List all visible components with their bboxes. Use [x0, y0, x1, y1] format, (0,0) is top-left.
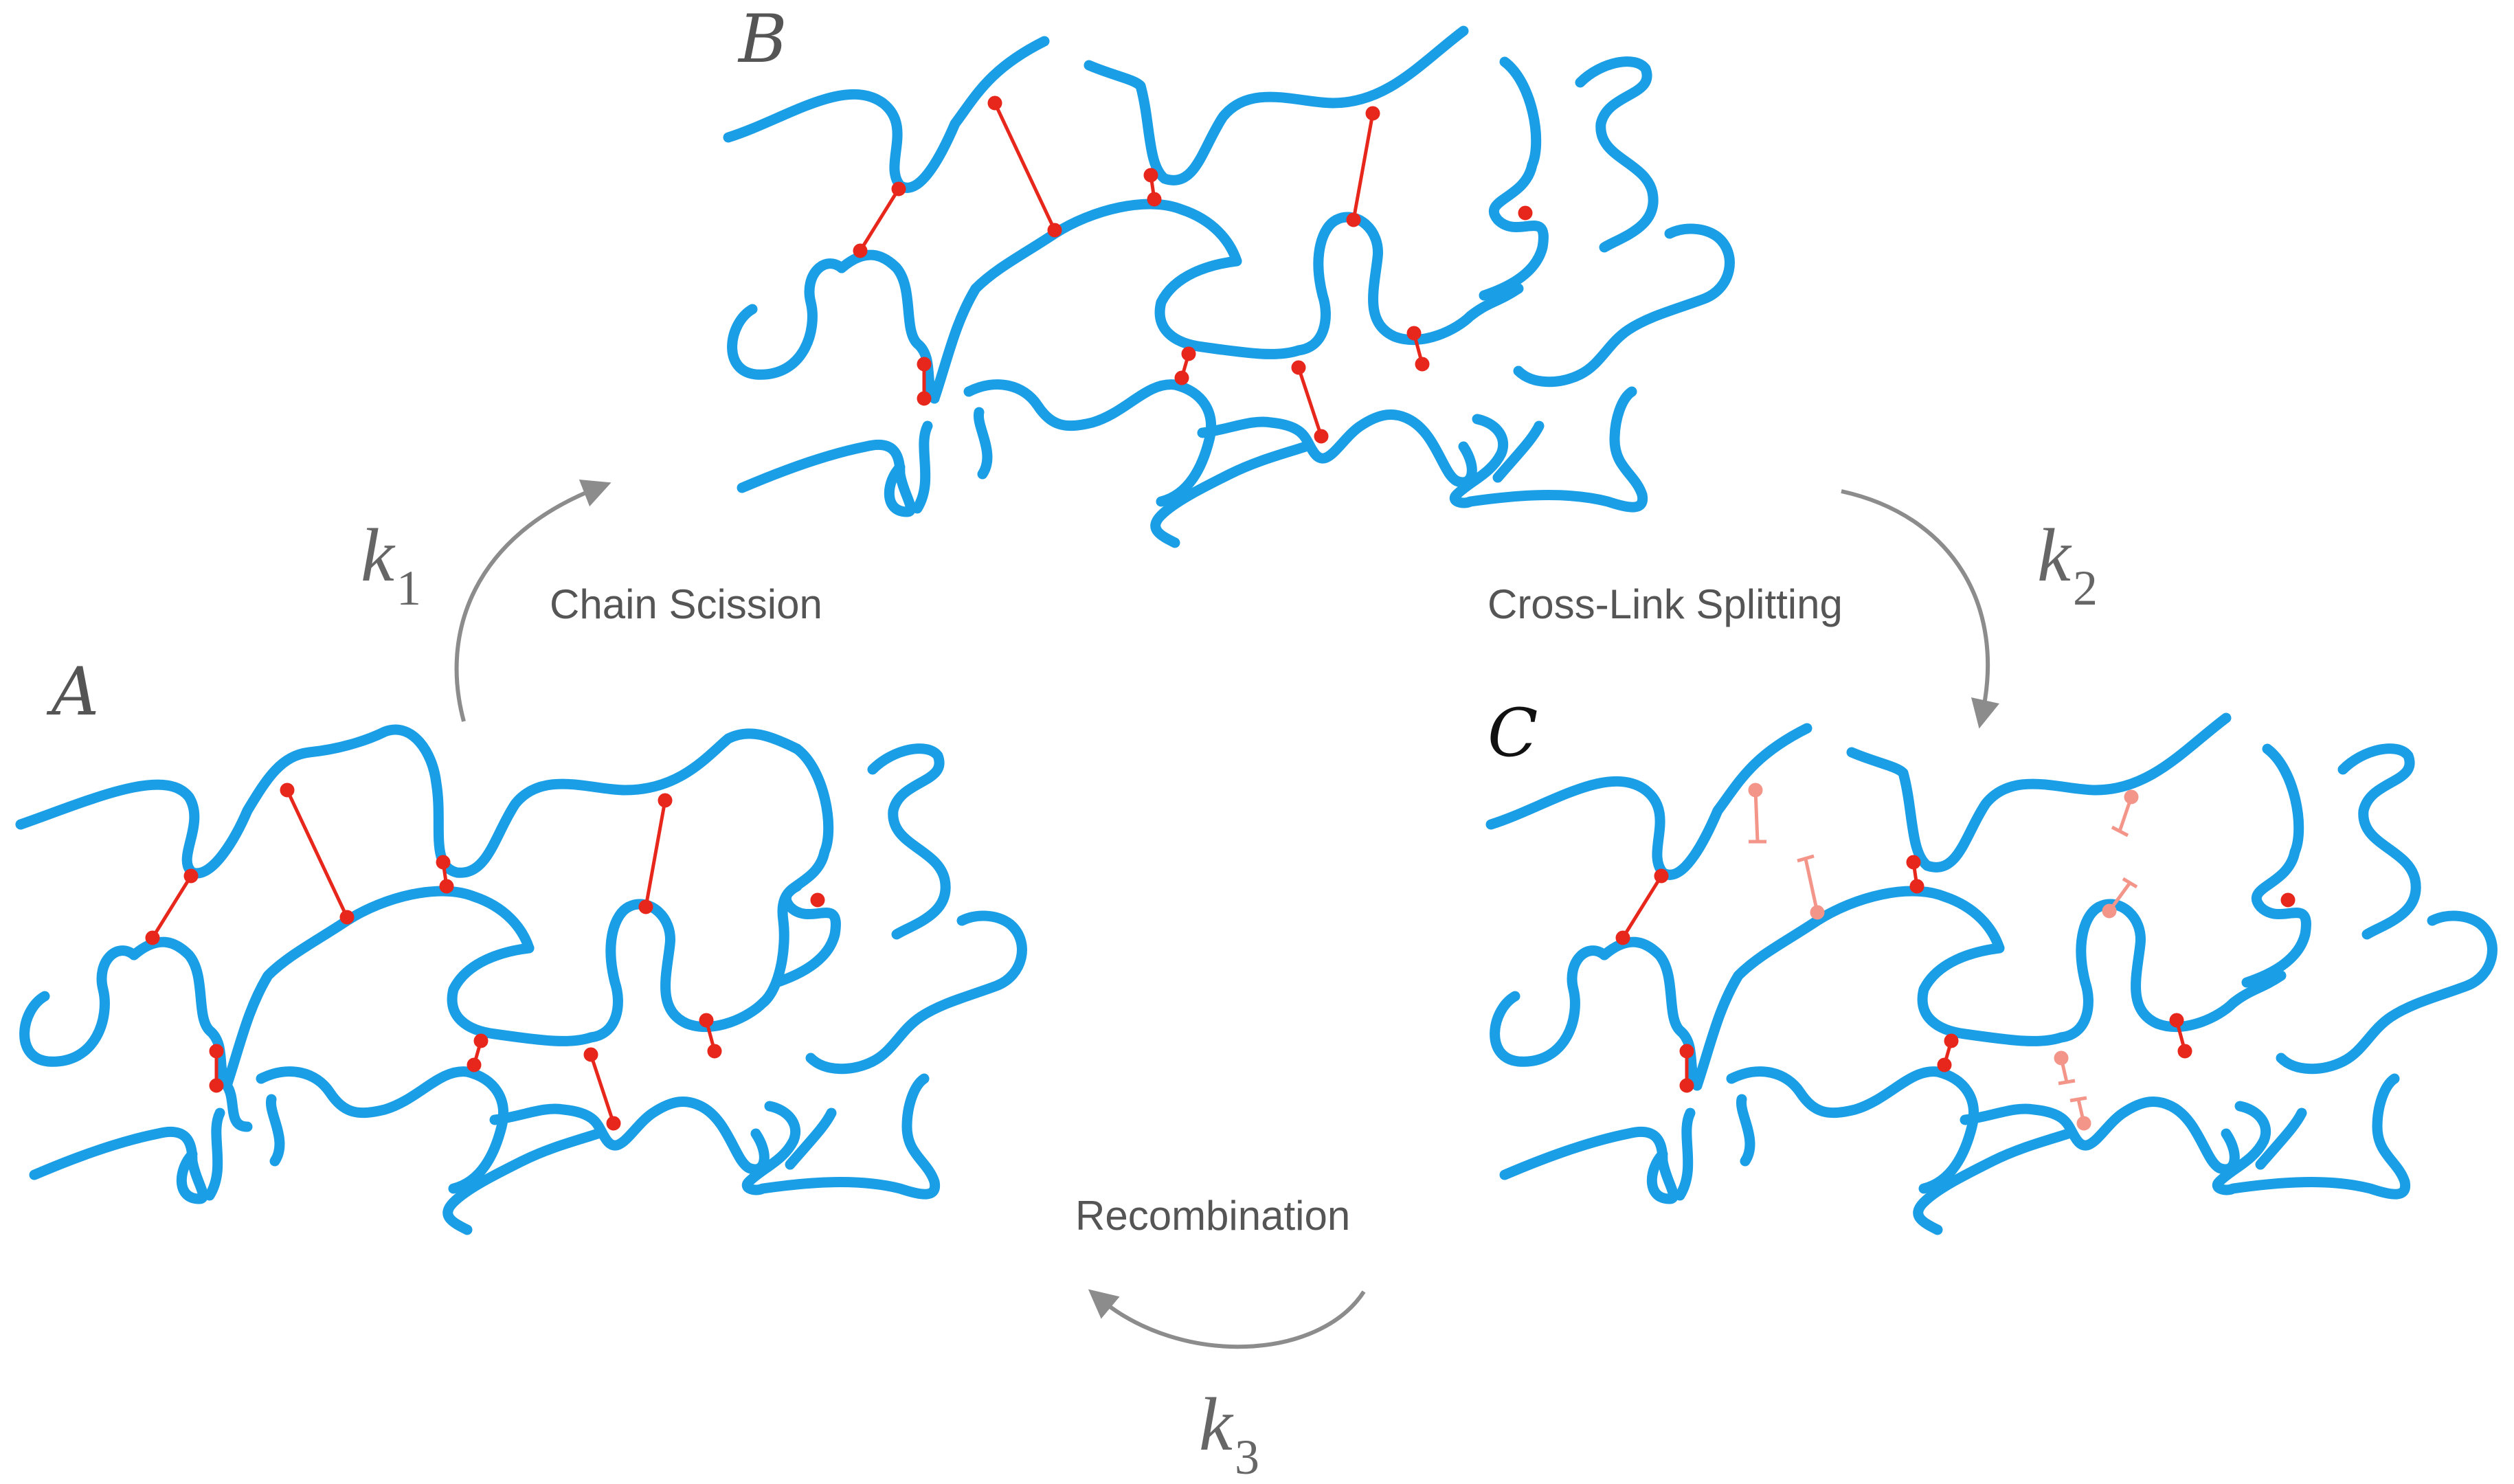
cross-link-splitting-label: Cross-Link Splitting [1488, 581, 1843, 627]
svg-text:k: k [361, 513, 396, 597]
svg-text:1: 1 [396, 561, 421, 616]
cross-link-splitting-arrow [1841, 489, 1999, 729]
panel-label-a: A [46, 653, 99, 730]
state-a-cross-links [145, 783, 825, 1131]
state-b-polymer-chains [723, 25, 1735, 548]
state-c-intact-cross-links [1615, 855, 2296, 1093]
state-c-broken-cross-links [1748, 783, 2139, 1131]
state-a-polymer-chains [21, 730, 1022, 1230]
recombination-label: Recombination [1075, 1193, 1350, 1239]
svg-text:3: 3 [1235, 1430, 1259, 1484]
rate-constant-k3: k 3 [1199, 1382, 1259, 1484]
state-b-network [723, 25, 1735, 548]
svg-text:k: k [1199, 1382, 1234, 1466]
chain-scission-arrow [454, 480, 611, 722]
panel-label-c: C [1488, 695, 1538, 772]
rate-constant-k2: k 2 [2037, 513, 2098, 616]
svg-text:2: 2 [2073, 561, 2098, 616]
chain-scission-label: Chain Scission [550, 581, 822, 627]
recombination-arrow [1088, 1289, 1366, 1349]
panel-label-b: B [737, 1, 787, 78]
rate-constant-k1: k 1 [361, 513, 421, 616]
svg-text:k: k [2037, 513, 2072, 597]
state-b-cross-links [853, 95, 1533, 444]
state-a-network [21, 730, 1022, 1230]
state-c-polymer-chains [1485, 712, 2498, 1235]
state-c-network [1485, 712, 2498, 1235]
